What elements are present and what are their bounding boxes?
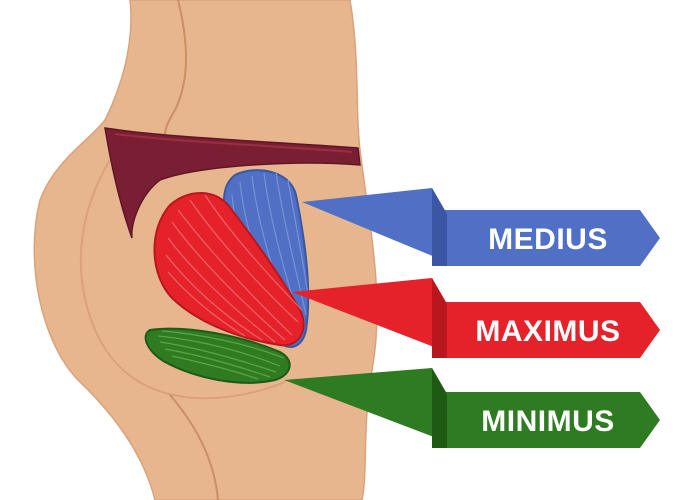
minimus-label: MINIMUS (481, 405, 615, 438)
underwear-highlight (114, 133, 353, 153)
buttock-contour-line (79, 159, 286, 400)
medius-label-shade (432, 188, 447, 266)
medius-label: MEDIUS (488, 223, 608, 256)
minimus-callout: MINIMUS (284, 368, 660, 448)
back-contour-line (164, 0, 187, 136)
underwear-band (104, 127, 361, 239)
maximus-label-shade (432, 278, 447, 358)
maximus-label-box (432, 302, 660, 358)
maximus-label: MAXIMUS (475, 315, 620, 348)
minimus-label-shade (432, 368, 447, 448)
gluteal-fold-line (169, 394, 219, 500)
medius-pointer (302, 188, 447, 262)
medius-callout: MEDIUS (302, 188, 660, 266)
maximus-callout: MAXIMUS (292, 278, 660, 358)
maximus-pointer (292, 278, 447, 352)
gluteus-maximus-muscle (153, 192, 305, 347)
medius-label-box (432, 210, 660, 266)
minimus-label-box (432, 392, 660, 448)
minimus-pointer (284, 368, 447, 442)
gluteus-minimus-muscle (144, 327, 291, 384)
